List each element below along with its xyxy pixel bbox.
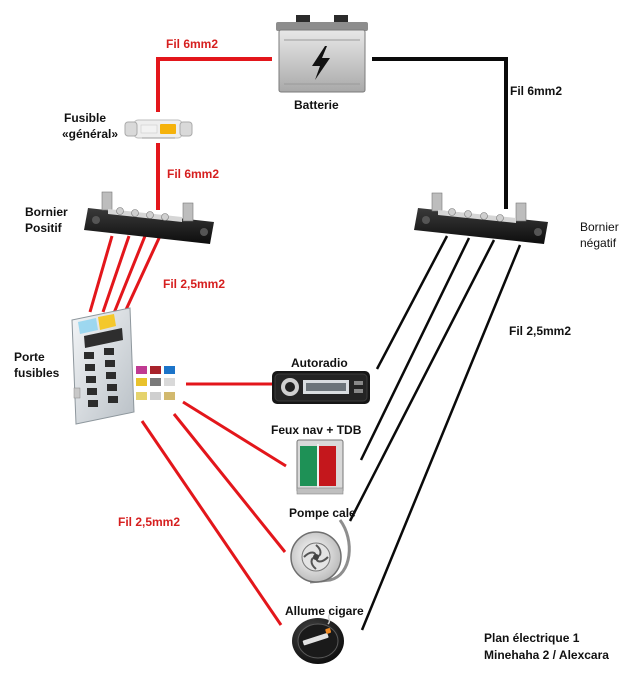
fusebox-label-line1: Porte xyxy=(14,350,45,364)
battery-icon xyxy=(276,15,368,93)
main-fuse-icon xyxy=(124,119,193,139)
navigation-light-icon xyxy=(296,439,344,495)
cigar-lighter-label: Allume cigare xyxy=(285,604,364,618)
positive-wiring xyxy=(88,57,287,626)
fuse-box-icon xyxy=(71,307,175,425)
wire-neg-to-lighter xyxy=(360,244,522,631)
negative-busbar-icon xyxy=(414,192,548,244)
car-radio-icon xyxy=(272,371,370,404)
wire-bus-to-fusebox-4 xyxy=(122,235,162,315)
wire-fusebox-to-pump xyxy=(172,413,287,553)
wire-label-negative: Fil 2,5mm2 xyxy=(509,324,572,338)
wire-neg-to-radio xyxy=(375,235,449,370)
main-fuse-label-line2: «général» xyxy=(62,127,119,141)
main-fuse-label-line1: Fusible xyxy=(64,111,107,125)
wire-label-right: Fil 6mm2 xyxy=(510,84,563,98)
wire-label-left: Fil 2,5mm2 xyxy=(118,515,181,529)
negative-busbar-label-line2: négatif xyxy=(580,236,617,250)
wire-neg-to-navlights xyxy=(359,237,471,461)
diagram-title: Plan électrique 1 Minehaha 2 / Alexcara xyxy=(484,630,609,664)
battery-label: Batterie xyxy=(294,98,339,112)
wire-bus-to-fusebox-1 xyxy=(88,235,114,313)
radio-label: Autoradio xyxy=(291,356,348,370)
bilge-pump-icon xyxy=(290,519,351,584)
wire-battery-to-negative-bus xyxy=(372,57,508,209)
wire-fusebox-to-navlights xyxy=(182,400,287,468)
cigar-lighter-icon xyxy=(292,613,344,664)
wire-battery-to-fuse xyxy=(156,57,272,112)
wire-neg-to-pump xyxy=(348,239,496,522)
positive-busbar-icon xyxy=(84,191,214,244)
wire-label-top: Fil 6mm2 xyxy=(166,37,219,51)
wire-bus-to-fusebox-3 xyxy=(112,235,147,314)
fusebox-label-line2: fusibles xyxy=(14,366,60,380)
diagram-title-line2: Minehaha 2 / Alexcara xyxy=(484,648,609,662)
wire-label-fuse-bus: Fil 6mm2 xyxy=(167,167,220,181)
bilge-pump-label: Pompe cale xyxy=(289,506,356,520)
nav-lights-label: Feux nav + TDB xyxy=(271,423,362,437)
wire-bus-to-fusebox-2 xyxy=(101,235,131,313)
wire-fusebox-to-lighter xyxy=(140,420,283,626)
spare-fuses xyxy=(136,366,175,400)
diagram-title-line1: Plan électrique 1 xyxy=(484,631,580,645)
wire-label-bus-fusebox: Fil 2,5mm2 xyxy=(163,277,226,291)
negative-wiring xyxy=(348,57,522,631)
positive-busbar-label-line2: Positif xyxy=(25,221,62,235)
negative-busbar-label-line1: Bornier xyxy=(580,220,619,234)
positive-busbar-label-line1: Bornier xyxy=(25,205,68,219)
